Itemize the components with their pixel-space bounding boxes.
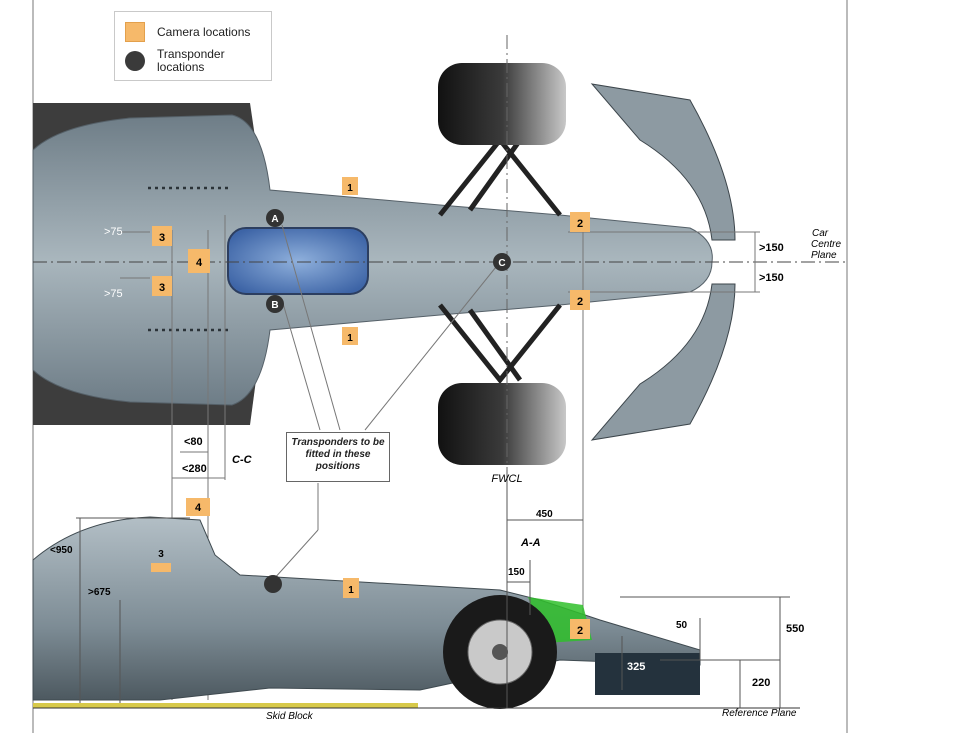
dim-aa: A-A: [520, 537, 541, 549]
transponder-marker: [266, 295, 284, 313]
top-view: [32, 35, 845, 700]
centre-plane-word-2: Centre: [811, 239, 841, 250]
transponder-label: A: [271, 214, 278, 225]
dim-450: 450: [536, 509, 553, 520]
camera-label: 4: [195, 502, 202, 514]
skid-block-bar: [33, 703, 418, 708]
top-transponder-markers: A B C: [266, 209, 511, 313]
dim-gt150-upper: >150: [759, 242, 784, 254]
camera-label: 3: [159, 282, 165, 294]
camera-label: 1: [348, 585, 354, 596]
camera-label: 2: [577, 625, 583, 637]
dim-lt280: <280: [182, 463, 207, 475]
transponder-label: C: [498, 258, 505, 269]
camera-marker: [151, 563, 171, 572]
dim-gt150-lower: >150: [759, 272, 784, 284]
camera-label: 1: [347, 333, 353, 344]
camera-marker: [152, 276, 172, 296]
camera-label: 1: [347, 183, 353, 194]
reference-plane-label: Reference Plane: [722, 708, 797, 719]
camera-marker: [343, 578, 359, 598]
camera-label: 4: [196, 257, 203, 269]
camera-marker: [570, 212, 590, 232]
dim-gt675: >675: [88, 587, 111, 598]
camera-marker: [570, 290, 590, 310]
legend-transponder-row: Transponder locations: [125, 48, 257, 74]
camera-swatch-icon: [125, 22, 145, 42]
camera-marker: [342, 177, 358, 195]
centre-plane-word-1: Car: [812, 228, 829, 239]
side-dimensions: 450 A-A 150 <950 >675 50 550 325 220 Ski…: [50, 509, 804, 722]
transponder-marker: [266, 209, 284, 227]
centre-plane-word-3: Plane: [811, 250, 837, 261]
transponder-note-box: Transponders to be fitted in these posit…: [286, 432, 390, 482]
dim-gt75-upper: >75: [104, 226, 123, 238]
front-wing-side: [595, 653, 700, 695]
fwcl-label: FWCL: [491, 473, 522, 485]
dim-lt80: <80: [184, 436, 203, 448]
dim-150: 150: [508, 567, 525, 578]
transponder-swatch-icon: [125, 51, 145, 71]
side-markers: 4 3 1 2: [151, 498, 590, 639]
dim-50: 50: [676, 620, 688, 631]
camera-marker: [186, 498, 210, 516]
top-dimensions: >75 >75 >150 >150 <80 <280 C-C Car Centr…: [104, 226, 841, 485]
legend-box: Camera locations Transponder locations: [114, 11, 272, 81]
camera-label: 3: [159, 232, 165, 244]
dim-gt75-lower: >75: [104, 288, 123, 300]
skid-block-label: Skid Block: [266, 711, 314, 722]
dim-cc: C-C: [232, 454, 253, 466]
camera-label: 3: [158, 549, 164, 560]
dim-325: 325: [627, 661, 645, 673]
camera-marker: [188, 249, 210, 273]
transponder-marker: [493, 253, 511, 271]
camera-label: 2: [577, 218, 583, 230]
dim-lt950: <950: [50, 545, 73, 556]
legend-camera-label: Camera locations: [157, 24, 251, 39]
side-view: [32, 470, 800, 709]
transponder-note-text: Transponders to be fitted in these posit…: [291, 437, 385, 472]
camera-marker: [342, 327, 358, 345]
camera-marker: [570, 619, 590, 639]
front-tyre-top: [438, 63, 566, 145]
transponder-label: B: [271, 300, 278, 311]
transponder-marker: [264, 575, 282, 593]
camera-label: 2: [577, 296, 583, 308]
legend-transponder-label: Transponder locations: [157, 47, 225, 74]
dim-550: 550: [786, 623, 804, 635]
legend-camera-row: Camera locations: [125, 22, 257, 42]
dim-220: 220: [752, 677, 770, 689]
top-camera-markers: 1 1 2 2 3 3 4: [152, 177, 590, 345]
camera-marker: [152, 226, 172, 246]
front-tyre-bottom: [438, 383, 566, 465]
